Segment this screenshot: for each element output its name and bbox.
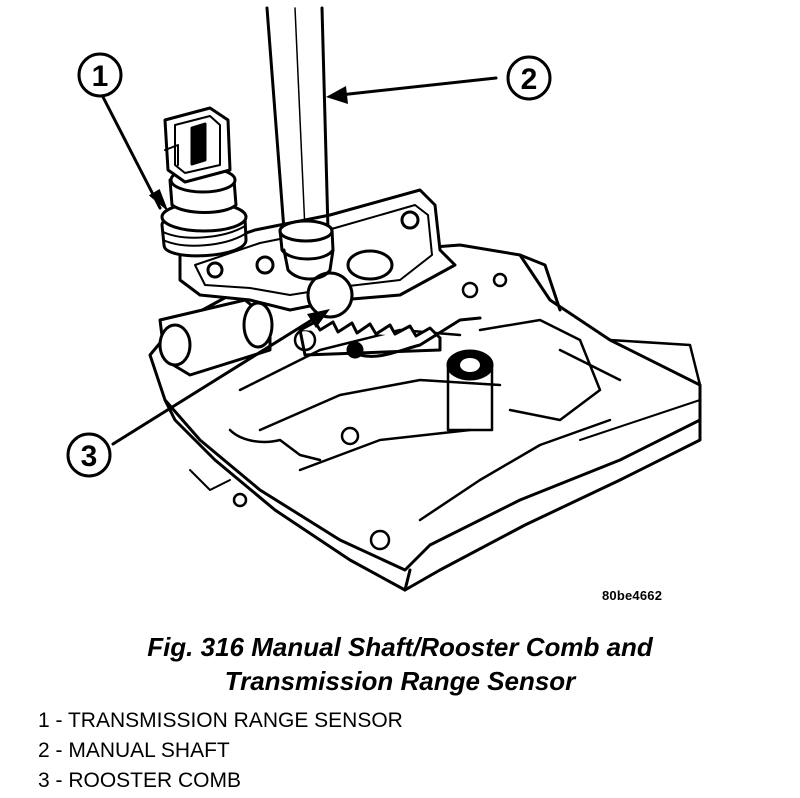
callout-2 — [506, 55, 552, 101]
range-sensor — [160, 106, 248, 258]
callout-2-label: 2 — [521, 63, 538, 96]
valve-body — [148, 243, 702, 592]
legend: 1 - TRANSMISSION RANGE SENSOR 2 - MANUAL… — [38, 706, 403, 796]
legend-item-2: 2 - MANUAL SHAFT — [38, 739, 230, 762]
rooster-comb — [298, 316, 482, 359]
callout-3 — [66, 432, 112, 478]
callout-3-label: 3 — [81, 440, 98, 473]
legend-item-1: 1 - TRANSMISSION RANGE SENSOR — [38, 709, 403, 732]
side-solenoid — [158, 298, 274, 377]
valve-body-illustration: 1 2 3 — [66, 6, 702, 592]
figure-caption: Fig. 316 Manual Shaft/Rooster Comb and T… — [0, 630, 800, 698]
caption-line-2: Transmission Range Sensor — [224, 666, 576, 696]
manual-shaft — [265, 6, 335, 281]
callout-1-label: 1 — [92, 60, 109, 93]
legend-item-3: 3 - ROOSTER COMB — [38, 769, 242, 792]
figure-id: 80be4662 — [602, 588, 663, 603]
caption-line-1: Fig. 316 Manual Shaft/Rooster Comb and — [147, 632, 653, 662]
leader-lines — [101, 76, 498, 446]
callout-1 — [77, 52, 123, 98]
